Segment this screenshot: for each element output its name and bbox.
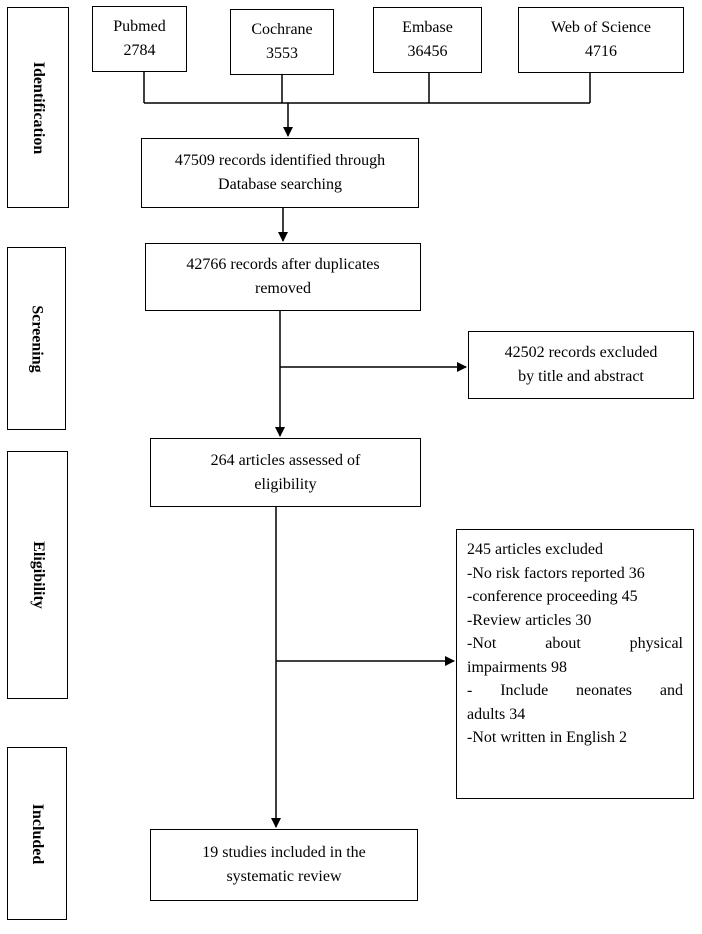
excluded-reason: -No risk factors reported 36 — [467, 564, 645, 582]
stage-included: Included — [7, 747, 67, 920]
records-identified-box: 47509 records identified through Databas… — [141, 138, 419, 208]
excluded-reason: -Not about physical — [467, 635, 683, 652]
database-count: 3553 — [266, 45, 298, 62]
excluded-title-line1: 42502 records excluded — [504, 344, 658, 361]
articles-excluded-box: 245 articles excluded -No risk factors r… — [456, 529, 694, 799]
database-box-web-of-science: Web of Science 4716 — [518, 7, 684, 73]
stage-identification: Identification — [7, 7, 69, 208]
stage-eligibility: Eligibility — [7, 451, 68, 699]
after-duplicates-line2: removed — [255, 280, 311, 297]
records-after-duplicates-box: 42766 records after duplicates removed — [145, 243, 421, 311]
database-box-pubmed: Pubmed 2784 — [92, 6, 187, 72]
excluded-heading: 245 articles excluded — [467, 541, 603, 558]
records-excluded-title-box: 42502 records excluded by title and abst… — [468, 331, 694, 399]
excluded-reason: adults 34 — [467, 705, 526, 723]
database-name: Embase — [402, 19, 453, 36]
database-name: Web of Science — [551, 19, 651, 36]
after-duplicates-line1: 42766 records after duplicates — [186, 256, 380, 273]
excluded-title-line2: by title and abstract — [518, 368, 644, 385]
excluded-reason: -Not written in English 2 — [467, 729, 627, 746]
excluded-reason: impairments 98 — [467, 658, 567, 676]
included-line2: systematic review — [226, 868, 342, 885]
database-name: Cochrane — [251, 21, 313, 38]
articles-assessed-box: 264 articles assessed of eligibility — [150, 438, 421, 507]
assessed-line2: eligibility — [254, 475, 317, 493]
database-name: Pubmed — [113, 18, 166, 35]
excluded-reason: -conference proceeding 45 — [467, 588, 638, 605]
assessed-line1: 264 articles assessed of — [210, 451, 361, 469]
records-identified-line1: 47509 records identified through — [174, 152, 386, 169]
included-line1: 19 studies included in the — [202, 844, 366, 861]
database-count: 2784 — [123, 42, 156, 59]
studies-included-box: 19 studies included in the systematic re… — [150, 829, 418, 901]
database-count: 36456 — [407, 43, 448, 60]
database-box-cochrane: Cochrane 3553 — [230, 9, 334, 75]
excluded-reason: -Review articles 30 — [467, 611, 592, 629]
excluded-reason: - Include neonates and — [467, 682, 683, 699]
database-box-embase: Embase 36456 — [373, 7, 482, 73]
stage-screening: Screening — [7, 247, 66, 430]
database-count: 4716 — [585, 43, 617, 60]
records-identified-line2: Database searching — [218, 176, 342, 193]
